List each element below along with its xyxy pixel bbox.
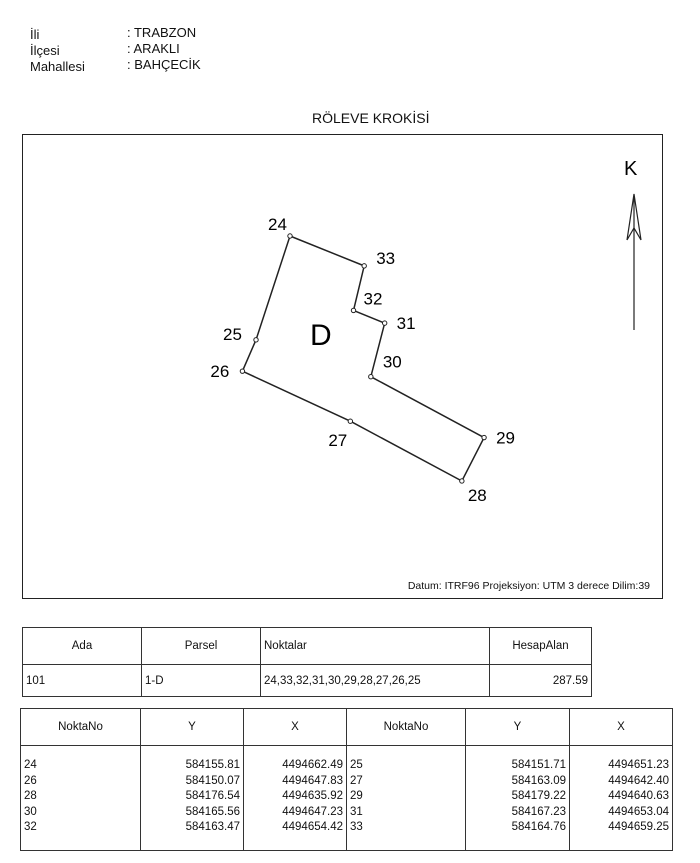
header-ada: Ada (22, 627, 142, 665)
point-no: 24 (24, 759, 37, 771)
header-parsel: Parsel (141, 627, 261, 665)
il-label: İli (30, 27, 40, 42)
mahalle-label: Mahallesi (30, 59, 85, 74)
ada-value: 101 (22, 664, 142, 697)
hesapalan-value: 287.59 (489, 664, 592, 697)
noktalar-value: 24,33,32,31,30,29,28,27,26,25 (260, 664, 490, 697)
boundary-point-label: 31 (397, 314, 416, 333)
points-table: NoktaNo Y X NoktaNo Y X 24 26 28 30 32 58415… (20, 708, 673, 851)
point-no: 32 (24, 821, 37, 833)
point-y: 584163.09 (511, 774, 566, 787)
point-x: 4494651.23 (608, 759, 669, 771)
point-no: 28 (24, 790, 37, 802)
point-x: 4494635.92 (282, 790, 343, 802)
point-x: 4494647.23 (282, 805, 343, 818)
left-no-column: 24 26 28 30 32 (20, 745, 141, 851)
parsel-value: 1-D (141, 664, 261, 697)
boundary-point-marker (239, 368, 246, 374)
header-noktalar: Noktalar (260, 627, 490, 665)
ilce-label: İlçesi (30, 43, 60, 58)
datum-text: Datum: ITRF96 Projeksiyon: UTM 3 derece … (407, 580, 650, 592)
boundary-point-marker (350, 307, 357, 314)
sketch-title: RÖLEVE KROKİSİ (312, 110, 430, 126)
point-no: 27 (350, 774, 363, 787)
left-x-column: 4494662.49 4494647.83 4494635.92 4494647.23… (243, 745, 347, 851)
header-y-2: Y (465, 708, 570, 746)
parcel-boundary (241, 235, 486, 482)
parcel-sketch: 24 33 32 31 30 29 28 27 26 25 D K (210, 158, 642, 505)
boundary-point-label: 25 (223, 325, 242, 344)
point-no: 29 (350, 790, 363, 802)
point-x: 4494642.40 (608, 774, 669, 787)
point-no: 26 (24, 774, 37, 787)
point-y: 584163.47 (185, 821, 240, 833)
parcel-table: Ada Parsel Noktalar HesapAlan 101 1-D 24… (22, 627, 592, 697)
point-y: 584176.54 (185, 790, 240, 802)
boundary-point-marker (287, 233, 293, 239)
boundary-point-label: 27 (328, 431, 347, 450)
header-noktano: NoktaNo (20, 708, 141, 746)
boundary-point-marker (361, 263, 367, 269)
point-y: 584167.23 (511, 805, 566, 818)
point-x: 4494653.04 (608, 805, 669, 818)
boundary-point-label: 28 (468, 486, 487, 505)
header-y: Y (140, 708, 244, 746)
point-no: 33 (350, 821, 363, 833)
left-y-column: 584155.81 584150.07 584176.54 584165.56 5841… (140, 745, 244, 851)
ilce-value: : ARAKLI (127, 41, 180, 56)
boundary-point-label: 24 (268, 215, 287, 234)
north-arrow-icon (626, 193, 642, 330)
right-no-column: 25 27 29 31 33 (346, 745, 466, 851)
boundary-point-label: 26 (210, 362, 229, 381)
boundary-point-label: 29 (496, 429, 515, 448)
boundary-point-marker (368, 373, 374, 380)
header-x: X (243, 708, 347, 746)
mahalle-value: : BAHÇECİK (127, 57, 201, 72)
boundary-point-label: 30 (383, 353, 402, 372)
boundary-point-marker (381, 320, 388, 326)
right-y-column: 584151.71 584163.09 584179.22 584167.23 5841… (465, 745, 570, 851)
point-no: 30 (24, 805, 37, 818)
right-x-column: 4494651.23 4494642.40 4494640.63 4494653.04… (569, 745, 673, 851)
boundary-point-marker (347, 418, 354, 424)
header-hesapalan: HesapAlan (489, 627, 592, 665)
point-y: 584155.81 (185, 759, 240, 771)
point-y: 584151.71 (511, 759, 566, 771)
point-x: 4494659.25 (608, 821, 669, 833)
parcel-letter: D (310, 319, 332, 352)
point-y: 584165.56 (185, 805, 240, 818)
point-y: 584179.22 (511, 790, 566, 802)
point-y: 584164.76 (511, 821, 566, 833)
point-x: 4494654.42 (282, 821, 343, 833)
boundary-point-marker (253, 337, 259, 343)
point-no: 31 (350, 805, 363, 818)
table-row: 101 1-D 24,33,32,31,30,29,28,27,26,25 28… (22, 664, 592, 697)
boundary-point-marker (481, 434, 487, 441)
point-x: 4494662.49 (282, 759, 343, 771)
point-x: 4494640.63 (608, 790, 669, 802)
boundary-point-label: 32 (364, 289, 383, 308)
header-noktano-2: NoktaNo (346, 708, 466, 746)
header-x-2: X (569, 708, 673, 746)
point-y: 584150.07 (185, 774, 240, 787)
boundary-point-marker (459, 478, 465, 484)
north-label: K (624, 158, 638, 180)
boundary-point-label: 33 (376, 249, 395, 268)
il-value: : TRABZON (127, 25, 197, 40)
point-x: 4494647.83 (282, 774, 343, 787)
point-no: 25 (350, 759, 363, 771)
sketch-frame: Datum: ITRF96 Projeksiyon: UTM 3 derece … (22, 134, 663, 599)
